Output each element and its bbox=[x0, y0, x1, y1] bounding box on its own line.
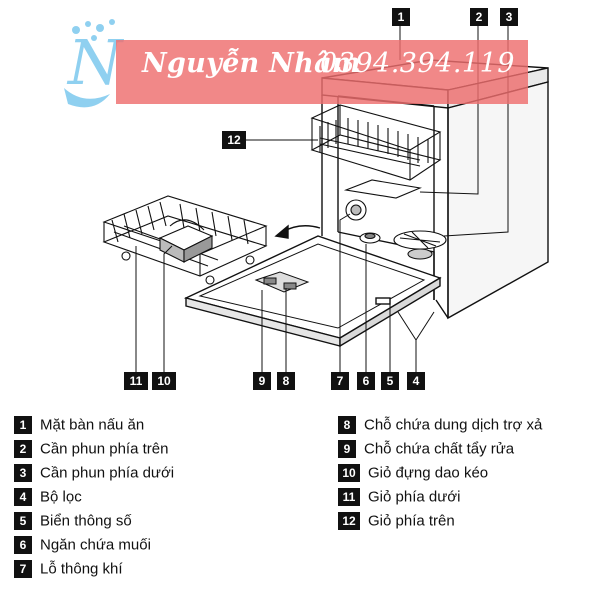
watermark-name: Nguyễn Nhâm bbox=[142, 48, 361, 79]
legend-number: 9 bbox=[338, 440, 356, 459]
watermark-phone: 0394.394.119 bbox=[320, 48, 515, 79]
watermark: N Nguyễn Nhâm 0394.394.119 bbox=[46, 18, 528, 108]
legend-number: 5 bbox=[14, 512, 32, 531]
legend-row: 2 Cần phun phía trên bbox=[14, 440, 168, 460]
legend-label: Giỏ phía trên bbox=[368, 512, 455, 530]
legend-label: Chỗ chứa chất tẩy rửa bbox=[364, 440, 515, 458]
callout-11: 11 bbox=[124, 372, 148, 390]
legend-number: 8 bbox=[338, 416, 356, 435]
legend-row: 6 Ngăn chứa muối bbox=[14, 536, 151, 556]
watermark-band bbox=[116, 40, 528, 104]
legend-row: 1 Mặt bàn nấu ăn bbox=[14, 416, 144, 436]
door bbox=[183, 235, 442, 348]
legend-row: 7 Lỗ thông khí bbox=[14, 560, 123, 580]
legend-right: 8 Chỗ chứa dung dịch trợ xả 9 Chỗ chứa chấ… bbox=[338, 416, 588, 540]
lower-spray-arm bbox=[393, 230, 447, 260]
legend-number: 3 bbox=[14, 464, 32, 483]
legend-number: 6 bbox=[14, 536, 32, 555]
legend-row: 3 Cần phun phía dưới bbox=[14, 464, 174, 484]
callout-5: 5 bbox=[381, 372, 399, 390]
callout-7: 7 bbox=[331, 372, 349, 390]
callout-8: 8 bbox=[277, 372, 295, 390]
callout-9: 9 bbox=[253, 372, 271, 390]
callout-12: 12 bbox=[222, 131, 246, 149]
legend-label: Cần phun phía trên bbox=[40, 440, 169, 458]
legend-number: 1 bbox=[14, 416, 32, 435]
upper-basket bbox=[310, 104, 442, 181]
callout-2: 2 bbox=[470, 8, 488, 26]
callout-1: 1 bbox=[392, 8, 410, 26]
arrow bbox=[274, 224, 321, 239]
legend-label: Mặt bàn nấu ăn bbox=[40, 416, 145, 434]
vent bbox=[345, 199, 367, 221]
legend-label: Ngăn chứa muối bbox=[40, 536, 151, 554]
legend-row: 10 Giỏ đựng dao kéo bbox=[338, 464, 488, 484]
callout-6: 6 bbox=[357, 372, 375, 390]
callout-3: 3 bbox=[500, 8, 518, 26]
legend-row: 5 Biển thông số bbox=[14, 512, 132, 532]
legend-row: 4 Bộ lọc bbox=[14, 488, 82, 508]
legend-label: Giỏ phía dưới bbox=[368, 488, 461, 506]
legend-left: 1 Mặt bàn nấu ăn 2 Cần phun phía trên 3 Cần… bbox=[14, 416, 294, 586]
legend-row: 11 Giỏ phía dưới bbox=[338, 488, 460, 508]
svg-text:N: N bbox=[66, 26, 125, 99]
legend-label: Chỗ chứa dung dịch trợ xả bbox=[364, 416, 543, 434]
brand-logo: N bbox=[64, 19, 125, 108]
upper-spray-arm bbox=[343, 179, 422, 199]
callout-10: 10 bbox=[152, 372, 176, 390]
legend-label: Cần phun phía dưới bbox=[40, 464, 175, 482]
salt-container bbox=[359, 232, 381, 244]
callout-4: 4 bbox=[407, 372, 425, 390]
dispensers bbox=[254, 271, 310, 293]
legend-number: 12 bbox=[338, 512, 360, 531]
cutlery-basket bbox=[158, 219, 214, 263]
legend-label: Lỗ thông khí bbox=[40, 560, 123, 578]
legend-number: 2 bbox=[14, 440, 32, 459]
legend-number: 4 bbox=[14, 488, 32, 507]
legend-label: Biển thông số bbox=[40, 512, 132, 530]
legend-row: 12 Giỏ phía trên bbox=[338, 512, 455, 532]
legend-number: 11 bbox=[338, 488, 360, 507]
legend-row: 9 Chỗ chứa chất tẩy rửa bbox=[338, 440, 514, 460]
legend-number: 7 bbox=[14, 560, 32, 579]
legend-label: Giỏ đựng dao kéo bbox=[368, 464, 489, 482]
legend-row: 8 Chỗ chứa dung dịch trợ xả bbox=[338, 416, 542, 436]
legend-label: Bộ lọc bbox=[40, 488, 82, 506]
legend-number: 10 bbox=[338, 464, 360, 483]
